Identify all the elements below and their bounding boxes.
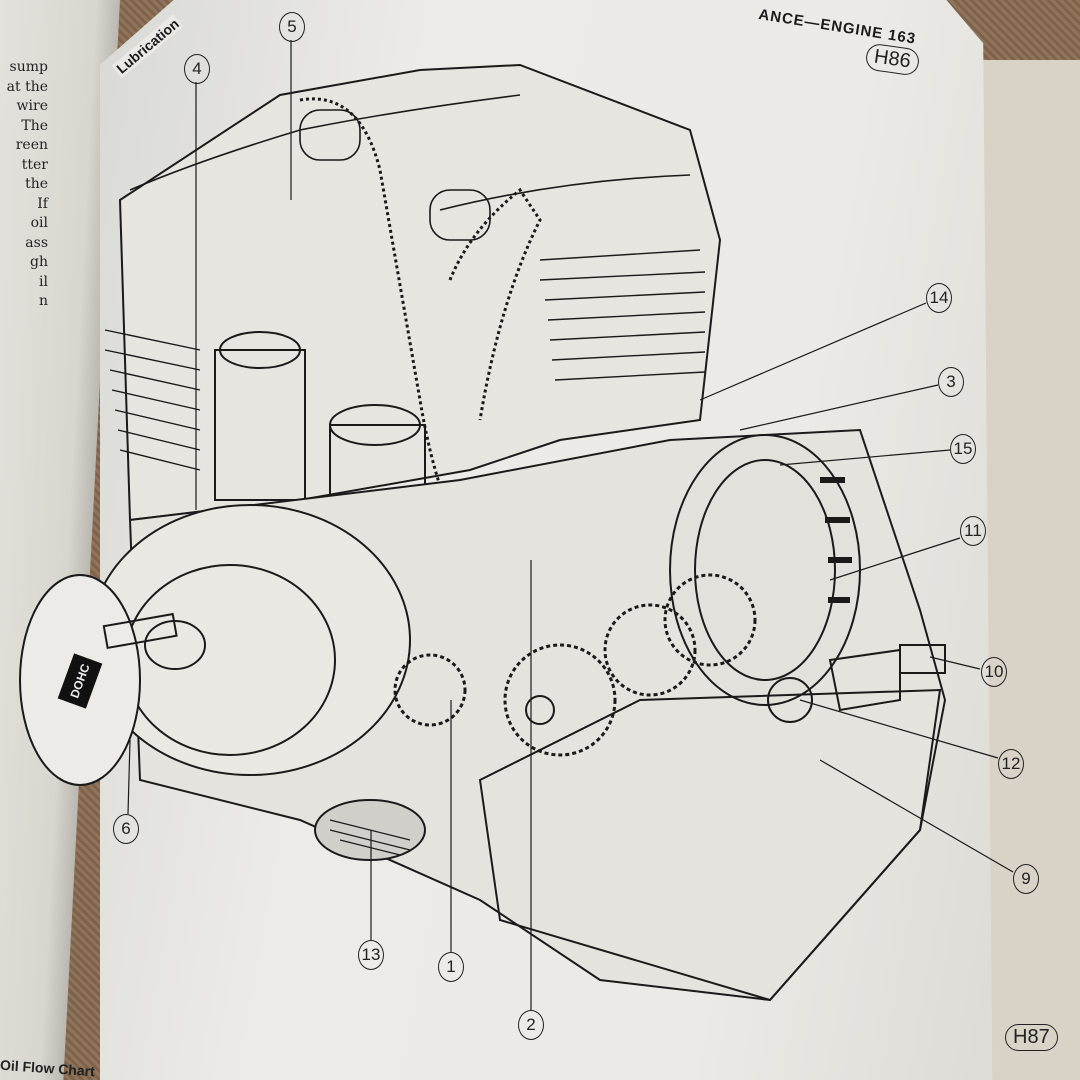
callout-3: 3 (938, 367, 964, 397)
callout-5: 5 (279, 12, 305, 42)
figure-label-bottom: H87 (1005, 1024, 1058, 1051)
text-line: The (21, 117, 48, 134)
text-line: sump (9, 59, 48, 75)
callout-1: 1 (438, 952, 464, 982)
text-line: n (38, 293, 48, 309)
text-line: at the (6, 78, 48, 95)
callout-14: 14 (926, 283, 952, 313)
callout-12: 12 (998, 749, 1024, 779)
left-page-text: sump at the wire The reen tter the If oi… (0, 58, 48, 312)
callout-6: 6 (113, 814, 139, 844)
text-line: tter (21, 156, 48, 173)
callout-13: 13 (358, 940, 384, 970)
text-line: gh (30, 254, 48, 270)
callout-10: 10 (981, 657, 1007, 687)
callout-4: 4 (184, 54, 210, 84)
callout-11: 11 (960, 516, 986, 546)
callout-9: 9 (1013, 864, 1039, 894)
callout-2: 2 (518, 1010, 544, 1040)
text-line: the (25, 176, 48, 192)
text-line: ass (25, 234, 48, 251)
callout-15: 15 (950, 434, 976, 464)
text-line: reen (15, 137, 48, 153)
text-line: If (37, 195, 48, 212)
text-line: il (39, 273, 48, 290)
text-line: wire (16, 98, 48, 114)
text-line: oil (30, 215, 48, 231)
